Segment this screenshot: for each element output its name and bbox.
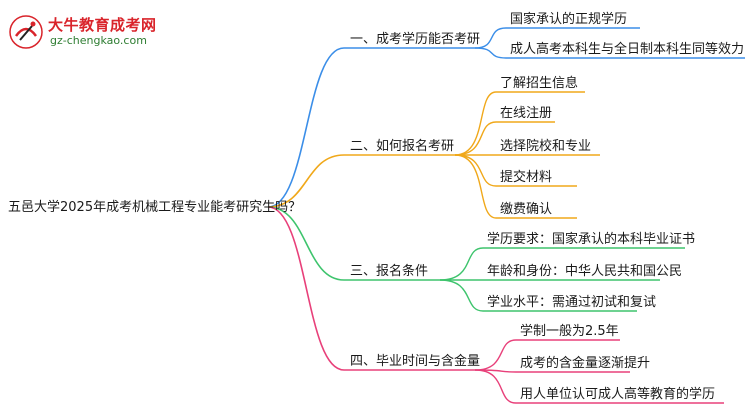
leaf-label: 选择院校和专业 [500, 138, 591, 154]
leaf-label: 提交材料 [500, 169, 552, 185]
logo-url: gz-chengkao.com [50, 34, 147, 47]
leaf-label: 学业水平：需通过初试和复试 [487, 294, 656, 310]
leaf-connector [454, 154, 577, 187]
leaf-label: 缴费确认 [500, 202, 552, 217]
leaf-connector [474, 27, 640, 49]
branch-label: 一、成考学历能否考研 [350, 31, 480, 47]
leaf-label: 在线注册 [500, 106, 552, 121]
leaf-connector [474, 47, 745, 59]
leaf-connector [454, 121, 555, 156]
leaf-label: 学制一般为2.5年 [520, 323, 619, 339]
leaf-label: 国家承认的正规学历 [510, 11, 627, 27]
connectors [267, 27, 745, 404]
leaf-connector [454, 154, 577, 219]
leaf-label: 年龄和身份：中华人民共和国公民 [487, 263, 682, 279]
leaf-label: 学历要求：国家承认的本科毕业证书 [487, 231, 695, 247]
leaf-connector [439, 247, 685, 281]
leaf-connector [454, 91, 585, 156]
branch-connector [267, 206, 475, 371]
leaf-label: 用人单位认可成人高等教育的学历 [520, 386, 715, 402]
leaf-label: 了解招生信息 [500, 75, 578, 91]
root-topic: 五邑大学2025年成考机械工程专业能考研究生吗？ [8, 199, 301, 215]
leaf-connector [474, 339, 620, 371]
labels: 五邑大学2025年成考机械工程专业能考研究生吗？ 一、成考学历能否考研 国家承认的… [8, 11, 744, 402]
branch-label: 三、报名条件 [350, 263, 428, 279]
leaf-connector [439, 279, 637, 312]
branch-connector [267, 206, 440, 281]
leaf-connector [474, 369, 724, 404]
branch-connector [267, 47, 475, 208]
logo-title: 大牛教育成考网 [48, 16, 157, 34]
logo-mark-icon [9, 15, 43, 49]
branch-label: 四、毕业时间与含金量 [350, 353, 480, 369]
logo: 大牛教育成考网 gz-chengkao.com [8, 12, 183, 52]
branch-connector [267, 154, 455, 208]
leaf-label: 成考的含金量逐渐提升 [520, 355, 650, 371]
leaf-label: 成人高考本科生与全日制本科生同等效力 [510, 41, 744, 57]
branch-label: 二、如何报名考研 [350, 138, 454, 154]
leaf-connector [474, 369, 630, 373]
